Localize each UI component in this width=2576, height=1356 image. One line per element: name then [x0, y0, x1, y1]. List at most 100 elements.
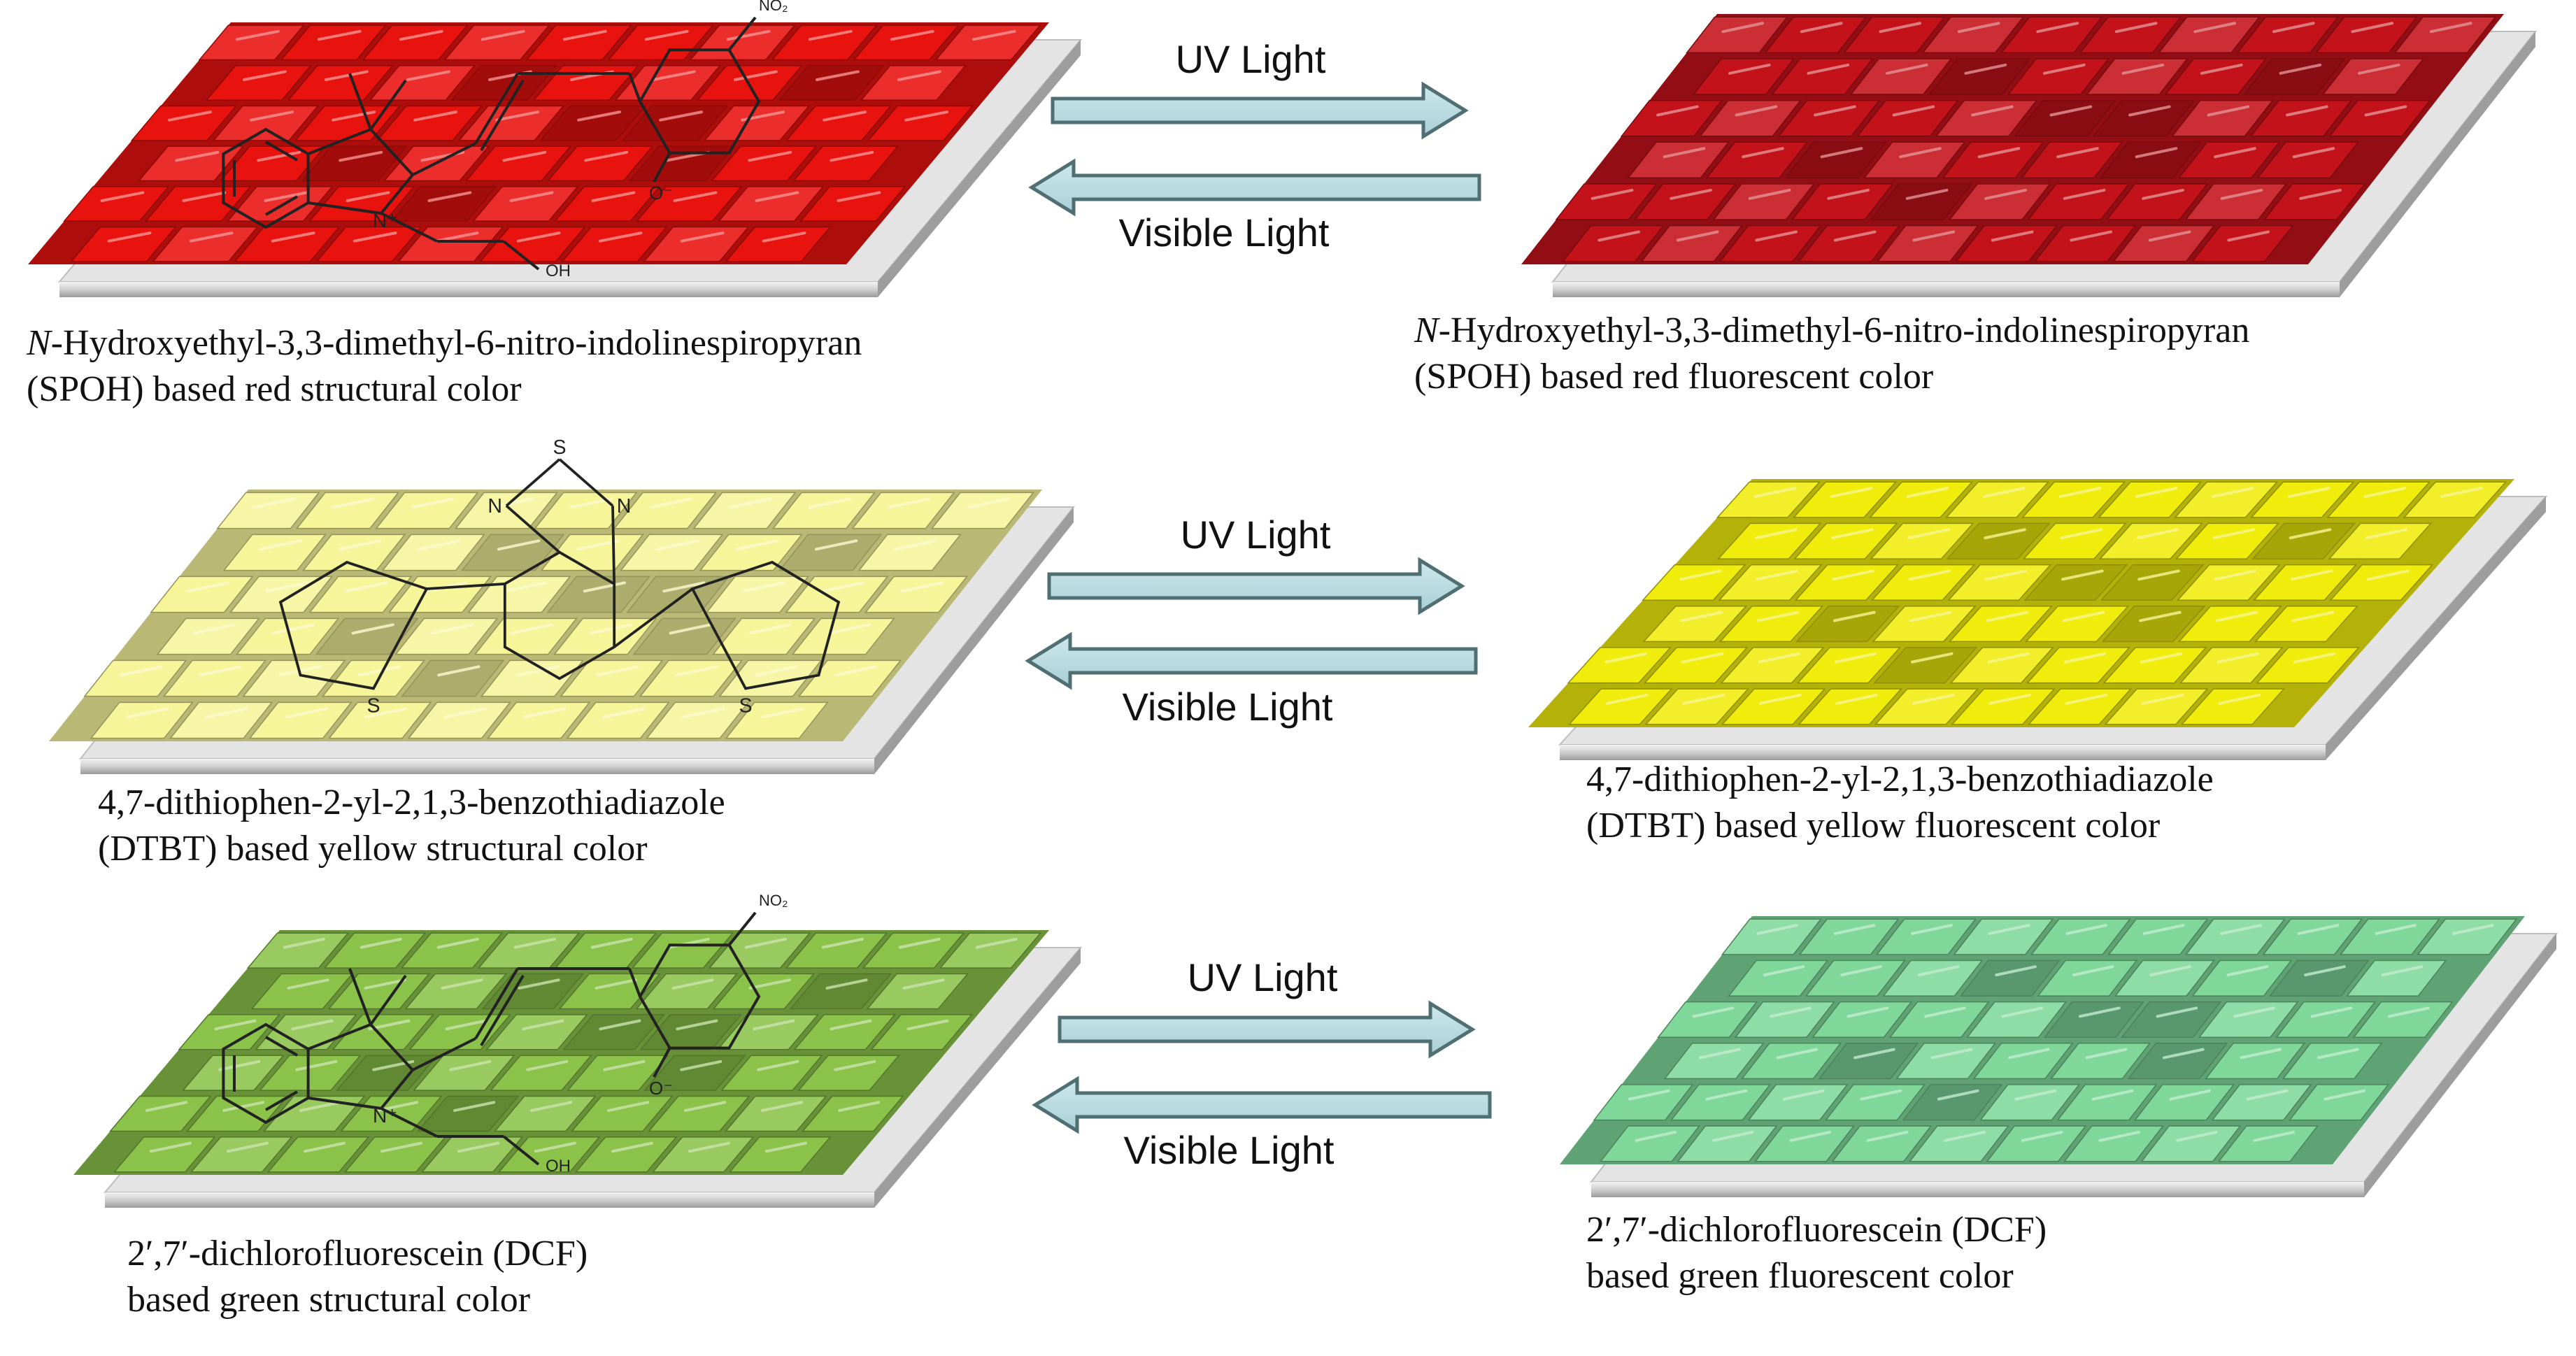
chain-bond	[380, 212, 438, 243]
tile-highlight	[534, 1141, 576, 1153]
tile-highlight	[2358, 63, 2400, 75]
panel-tile	[156, 618, 260, 655]
tile-highlight	[490, 497, 534, 509]
panel-tile	[1872, 606, 1977, 643]
caption-dcf-fluorescent: 2′,7′-dichlorofluorescein (DCF) based gr…	[1586, 1207, 2047, 1299]
tile-highlight	[1930, 1048, 1973, 1059]
panel-tile	[708, 932, 811, 969]
panel-tile	[2099, 141, 2202, 179]
panel-tile	[323, 932, 427, 969]
tile-highlight	[2063, 652, 2107, 664]
panel-tile	[130, 105, 238, 141]
tile-highlight	[2212, 528, 2256, 540]
tile-highlight	[502, 150, 547, 162]
tile-highlight	[226, 1141, 269, 1153]
panel-tile	[236, 618, 340, 655]
panel-tile	[1909, 1125, 2009, 1162]
photonic-panel-dcf-right	[1560, 916, 2559, 1197]
tile-highlight	[897, 70, 941, 82]
tile-highlight	[2036, 22, 2079, 34]
panel-tile	[934, 24, 1041, 61]
tile-highlight	[741, 581, 785, 593]
panel-tile	[394, 618, 499, 655]
panel-tile	[2158, 16, 2261, 54]
tile-highlight	[149, 1141, 192, 1153]
tile-highlight	[2233, 1006, 2275, 1018]
uv-arrow-row1	[1051, 81, 1469, 140]
panel-tile	[1856, 99, 1959, 137]
tile-highlight	[2140, 652, 2183, 664]
double-bond	[265, 1036, 299, 1057]
tile-highlight	[339, 150, 383, 162]
panel-tile	[1593, 1084, 1694, 1121]
tile-highlight	[676, 1019, 718, 1031]
panel-tile	[1686, 16, 1788, 54]
panel-tile	[1955, 224, 2058, 262]
panel-tile	[2250, 481, 2355, 518]
panel-tile	[2191, 224, 2294, 262]
panel-tile	[1966, 1001, 2068, 1038]
panel-tile	[1640, 224, 1744, 262]
panel-tile	[720, 1055, 823, 1091]
tile-highlight	[1905, 188, 1949, 200]
methyl-bond	[369, 974, 407, 1026]
tile-highlight	[1991, 230, 2034, 242]
panel-tile	[791, 618, 895, 655]
tile-highlight	[1712, 1130, 1754, 1142]
panel-tile	[1875, 918, 1977, 955]
panel-tile	[546, 576, 651, 613]
tile-highlight	[595, 978, 637, 990]
caption-line-1: 4,7-dithiophen-2-yl-2,1,3-benzothiadiazo…	[1586, 759, 2214, 799]
tile-highlight	[1605, 693, 1649, 705]
panel-tile	[1979, 1084, 2081, 1121]
panel-tile	[2140, 1125, 2242, 1162]
tile-highlight	[2207, 105, 2250, 117]
tile-highlight	[2364, 105, 2407, 117]
panel-tile	[1627, 141, 1730, 179]
panel-tile	[2105, 183, 2209, 220]
substrate-side	[2364, 934, 2556, 1197]
panel-tile	[851, 492, 955, 529]
panel-tile	[190, 1136, 293, 1173]
panel-tile	[246, 932, 350, 969]
tile-highlight	[821, 937, 864, 949]
tile-highlight	[1814, 105, 1856, 117]
tile-highlight	[602, 707, 646, 719]
tile-highlight	[808, 497, 851, 509]
tile-highlight	[2286, 105, 2328, 117]
tile-highlight	[652, 70, 696, 82]
panel-tile	[480, 659, 585, 697]
panel-tile	[789, 973, 892, 1010]
panel-tile	[785, 105, 892, 141]
panel-tile	[646, 701, 750, 739]
tile-highlight	[590, 937, 633, 949]
tile-highlight	[2065, 924, 2107, 935]
panel-tile	[83, 659, 187, 697]
tile-highlight	[168, 110, 212, 122]
panel-tile	[1795, 606, 1900, 643]
thiophene-link	[426, 582, 505, 590]
photonic-panel-spoh-left	[28, 22, 1083, 297]
panel-tile	[1718, 606, 1824, 643]
panel-tile	[778, 65, 885, 101]
panel-tile	[248, 701, 353, 739]
tile-highlight	[1995, 965, 2037, 977]
s-label-top: S	[553, 436, 567, 459]
panel-tile	[1798, 918, 1900, 955]
vinyl-bond	[480, 79, 525, 152]
tile-highlight	[2289, 528, 2332, 540]
panel-tile	[1699, 99, 1802, 137]
tile-highlight	[1833, 611, 1876, 622]
tile-highlight	[1663, 147, 1706, 159]
panel-tile	[712, 973, 816, 1010]
panel-tile	[1959, 959, 2061, 997]
photonic-panel-dtbt-left	[49, 490, 1076, 774]
panel-tile	[90, 701, 194, 739]
panel-tile	[2256, 647, 2361, 684]
panel-tile	[1935, 99, 2038, 137]
panel-tile	[2339, 918, 2440, 955]
caption-line-1: -Hydroxyethyl-3,3-dimethyl-6-nitro-indol…	[50, 323, 862, 363]
tile-highlight	[523, 707, 567, 719]
ring-bond	[308, 201, 382, 215]
